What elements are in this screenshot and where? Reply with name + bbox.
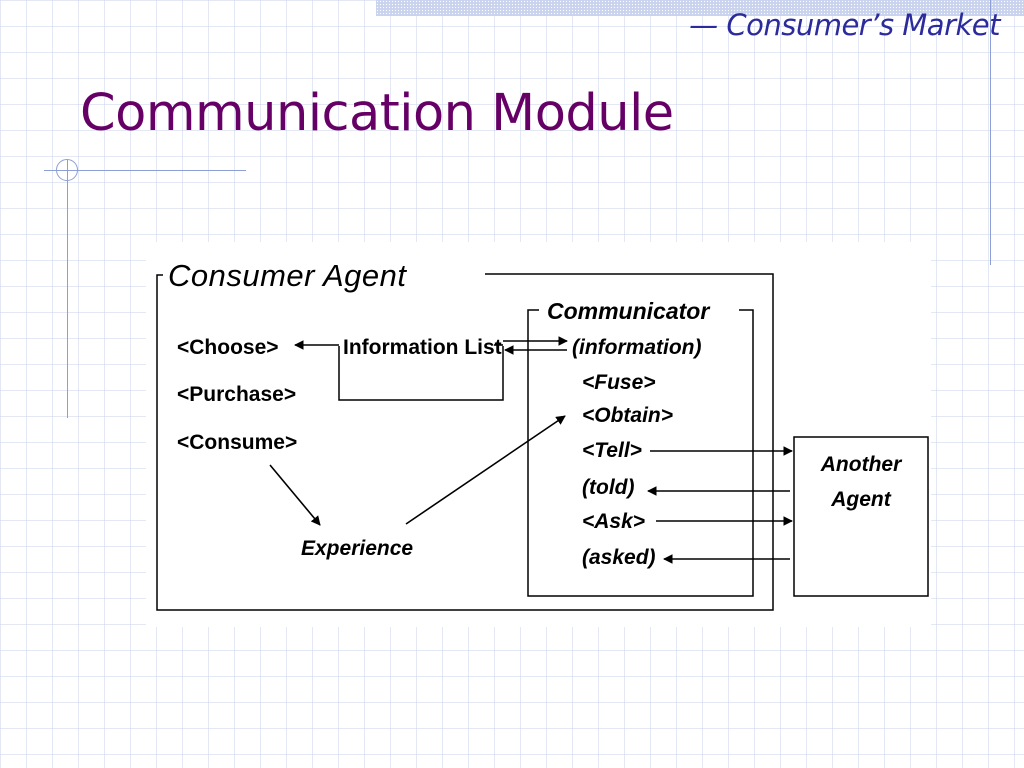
asked-item: (asked) (582, 546, 656, 569)
told-item: (told) (582, 476, 634, 499)
information-list-label: Information List (343, 336, 502, 359)
section-header: — Consumer’s Market (689, 8, 1000, 42)
consume-label: <Consume> (177, 431, 297, 454)
consumer-agent-label: Consumer Agent (168, 258, 407, 293)
communicator-label: Communicator (547, 298, 710, 324)
arrow-consume-to-experience (269, 464, 321, 526)
purchase-label: <Purchase> (177, 383, 296, 406)
decorative-vertical-line-right (990, 0, 991, 265)
tell-item: <Tell> (582, 439, 642, 462)
decorative-vertical-line-left (67, 160, 68, 418)
consumer-agent-box (156, 273, 774, 611)
fuse-item: <Fuse> (582, 371, 656, 394)
arrow-experience-to-obtain (405, 415, 566, 525)
ask-item: <Ask> (582, 510, 645, 533)
decorative-horizontal-line (44, 170, 246, 171)
decorative-circle (56, 159, 78, 181)
another-agent-label-line1: Another (820, 453, 903, 476)
choose-label: <Choose> (177, 336, 279, 359)
information-item: (information) (572, 336, 701, 359)
another-agent-box (793, 436, 929, 597)
another-agent-label-line2: Agent (830, 488, 892, 511)
information-list-box (338, 346, 504, 401)
slide-title: Communication Module (80, 84, 674, 143)
communicator-box (527, 309, 754, 597)
obtain-item: <Obtain> (582, 404, 673, 427)
decorative-top-bar (376, 0, 1024, 16)
experience-label: Experience (301, 537, 413, 560)
